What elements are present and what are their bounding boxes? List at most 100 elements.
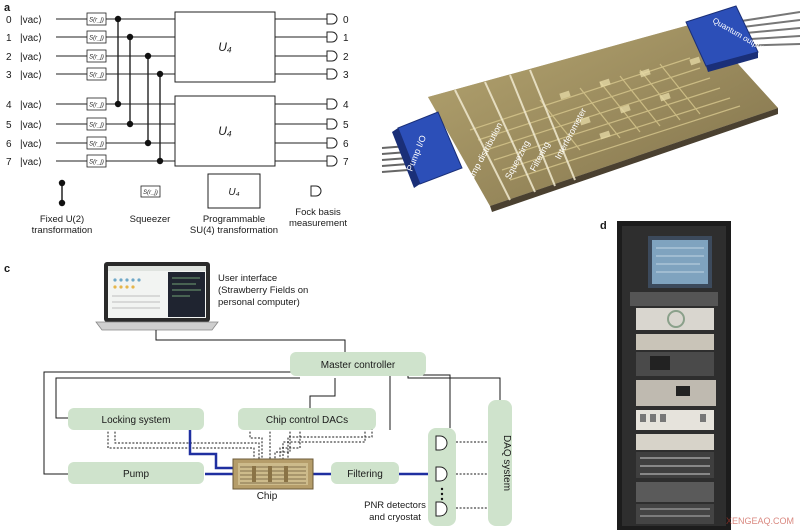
mode-index-right: 7 [343,157,349,168]
legend-fock-text-1: Fock basis [295,207,341,218]
legend-squeezer-text: Squeezer [130,214,171,225]
pump-label: Pump [123,469,150,480]
squeezer-label: S(r_j) [89,73,104,79]
coupler-dot [144,139,152,147]
vacuum-state-label: |vac⟩ [20,33,42,44]
legend-unitary-box [207,173,261,209]
unitary-label-bottom: U₄ [218,124,232,138]
panel-a-circuit: 0 |vac⟩ S(r_j) 0 1 |vac⟩ S(r_j) 1 2 |vac⟩ S(r_j) 2 3… [6,12,349,168]
legend-squeezer-box [140,185,161,198]
mode-index-right: 6 [343,139,349,150]
detector-icon [326,118,338,130]
mode-index-right: 5 [343,120,349,131]
legend-fixed-dot-top [58,179,66,187]
legend-squeezer-symbol: S(r_j) [143,190,158,196]
chip-label: Chip [257,491,278,502]
mode-index-left: 7 [6,157,12,168]
detector-icon [326,13,338,25]
detector-icon-3 [435,501,448,517]
legend-fixed-text-2: transformation [32,225,93,236]
mode-index-left: 0 [6,15,12,26]
legend-programmable-text-2: SU(4) transformation [190,225,278,236]
mode-index-left: 3 [6,70,12,81]
squeezer-label: S(r_j) [89,142,104,148]
daq-system-box [488,400,512,526]
detector-icon-2 [435,466,448,482]
unitary-block-bottom [174,95,276,167]
vacuum-state-label: |vac⟩ [20,157,42,168]
mode-index-left: 5 [6,120,12,131]
mode-index-left: 6 [6,139,12,150]
dac-wiring [107,428,373,459]
vacuum-state-label: |vac⟩ [20,15,42,26]
squeezer-label: S(r_j) [89,103,104,109]
mode-index-right: 3 [343,70,349,81]
detector-wiring [456,441,488,509]
locking-system-box [68,408,204,430]
squeezer-label: S(r_j) [89,123,104,129]
detector-icon-1 [435,435,448,451]
vacuum-state-label: |vac⟩ [20,100,42,111]
coupler-dot [126,33,134,41]
coupler-dot [144,52,152,60]
legend-fock-text-2: measurement [289,218,347,229]
filtering-label: Filtering [347,469,383,480]
locking-system-label: Locking system [102,415,171,426]
ui-label-3: personal computer) [218,297,300,308]
panel-c-label: c [4,263,10,275]
master-controller-box [290,352,426,376]
daq-system-label: DAQ system [501,435,512,491]
vacuum-state-label: |vac⟩ [20,120,42,131]
rack-photo [617,221,731,530]
filtering-box [331,462,399,484]
detector-icon [326,68,338,80]
legend-detector-icon [310,185,322,197]
pnr-label-2: and cryostat [369,512,421,523]
laptop-icon [95,262,219,331]
legend-unitary-symbol: U₄ [228,187,239,198]
legend-fixed-text-1: Fixed U(2) [40,214,84,225]
coupler-dot [114,15,122,23]
detector-icon [326,31,338,43]
squeezer-label: S(r_j) [89,36,104,42]
pnr-label-1: PNR detectors [364,500,426,511]
ui-label-1: User interface [218,273,277,284]
watermark: XENGEAQ.COM [726,516,794,526]
mode-index-right: 4 [343,100,349,111]
unitary-block-top [174,11,276,83]
mode-index-left: 4 [6,100,12,111]
coupler-dot [156,70,164,78]
chip-photo [381,0,800,215]
ellipsis-dots [440,487,444,501]
detector-icon [326,155,338,167]
mode-index-right: 0 [343,15,349,26]
pump-box [68,462,204,484]
chip-thumbnail [232,458,314,490]
vacuum-state-label: |vac⟩ [20,70,42,81]
detector-icon [326,98,338,110]
legend-programmable-text-1: Programmable [203,214,265,225]
detector-icon [326,50,338,62]
mode-index-right: 1 [343,33,349,44]
squeezer-label: S(r_j) [89,55,104,61]
chip-control-dacs-label: Chip control DACs [266,415,348,426]
vacuum-state-label: |vac⟩ [20,52,42,63]
unitary-label-top: U₄ [218,40,232,54]
coupler-dot [156,157,164,165]
panel-d-label: d [600,220,607,232]
coupler-dot [114,100,122,108]
detector-icon [326,137,338,149]
mode-index-right: 2 [343,52,349,63]
panel-a-label: a [4,2,11,14]
mode-index-left: 2 [6,52,12,63]
coupler-dot [126,120,134,128]
squeezer-label: S(r_j) [89,160,104,166]
master-controller-label: Master controller [321,360,396,371]
mode-index-left: 1 [6,33,12,44]
squeezer-label: S(r_j) [89,18,104,24]
legend-fixed-dot-bottom [58,199,66,207]
vacuum-state-label: |vac⟩ [20,139,42,150]
chip-control-dacs-box [238,408,376,430]
optical-fibers [188,428,428,476]
